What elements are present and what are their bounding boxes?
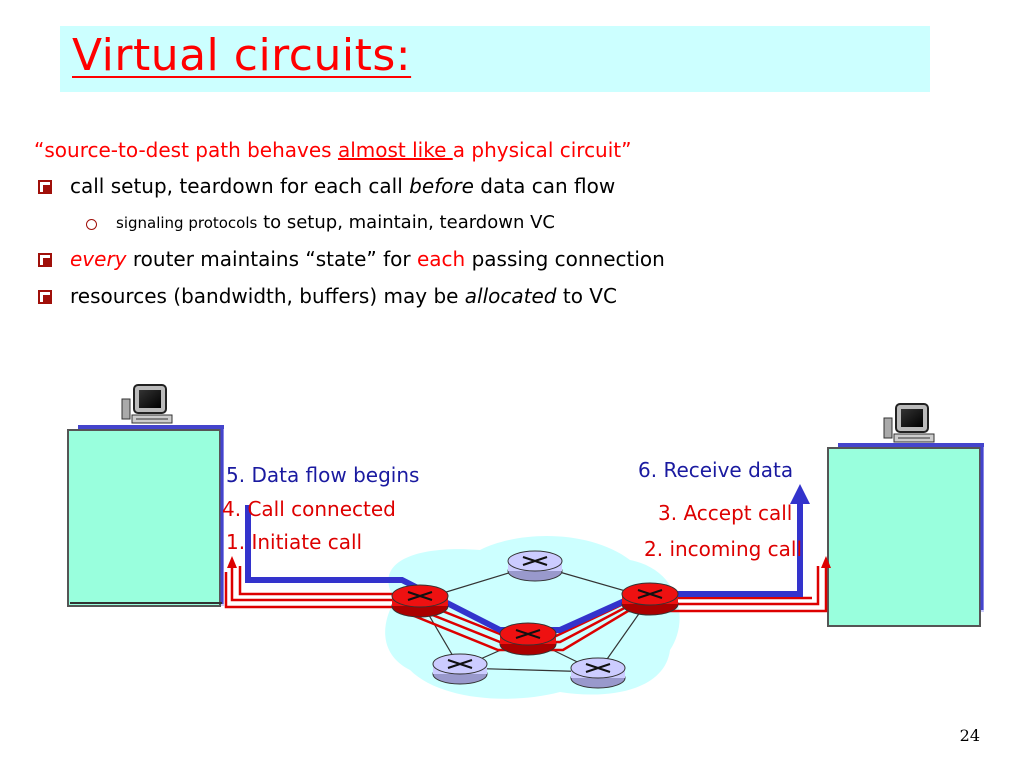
bullet-1-part-1: call setup, teardown for each call [70, 174, 410, 198]
bullet-2-part-2: router maintains “state” for [126, 247, 417, 271]
active-router-icon [499, 622, 557, 656]
router-icon [570, 657, 626, 689]
label-call-connected: 4. Call connected [222, 497, 396, 521]
label-incoming-call: 2. incoming call [644, 537, 803, 561]
right-host [827, 443, 984, 627]
router-icon [507, 550, 563, 582]
sub-bullet-marker [86, 219, 97, 230]
arrow-up-icon [821, 556, 831, 568]
quote-line: “source-to-dest path behaves almost like… [34, 138, 632, 162]
sub-bullet-1: signaling protocols to setup, maintain, … [116, 212, 555, 233]
label-initiate-call: 1. Initiate call [226, 530, 363, 554]
arrow-up-icon [227, 556, 237, 568]
bullet-2-part-4: passing connection [465, 247, 665, 271]
arrow-up-icon [790, 484, 810, 504]
sub-bullet-small: signaling protocols [116, 214, 258, 232]
label-receive-data: 6. Receive data [638, 458, 794, 482]
active-router-icon [391, 584, 449, 618]
quote-post: a physical circuit” [452, 138, 632, 162]
quote-pre: “source-to-dest path behaves [34, 138, 338, 162]
bullet-3-part-2: allocated [464, 284, 557, 308]
label-accept-call: 3. Accept call [658, 501, 793, 525]
left-host [67, 425, 224, 607]
label-data-flow: 5. Data flow begins [226, 463, 420, 487]
router-icon [432, 653, 488, 685]
bullet-3: resources (bandwidth, buffers) may be al… [70, 284, 617, 308]
bullet-1-part-2: before [409, 174, 474, 198]
bullet-3-part-1: resources (bandwidth, buffers) may be [70, 284, 465, 308]
title-background [60, 26, 930, 92]
slide-title: Virtual circuits: [72, 30, 412, 81]
active-router-icon [621, 582, 679, 616]
bullet-2: every router maintains “state” for each … [70, 247, 665, 271]
computer-icon [883, 403, 935, 443]
bullet-marker [38, 290, 52, 304]
sub-bullet-rest: to setup, maintain, teardown VC [257, 212, 555, 233]
bullet-marker [38, 180, 52, 194]
computer-icon [121, 384, 173, 424]
bullet-3-part-3: to VC [556, 284, 617, 308]
page-number: 24 [959, 726, 980, 745]
bullet-1-part-3: data can flow [473, 174, 616, 198]
bullet-2-part-3: each [416, 247, 466, 271]
bullet-2-part-1: every [70, 247, 127, 271]
bullet-1: call setup, teardown for each call befor… [70, 174, 615, 198]
bullet-marker [38, 253, 52, 267]
quote-underlined: almost like [337, 138, 453, 162]
